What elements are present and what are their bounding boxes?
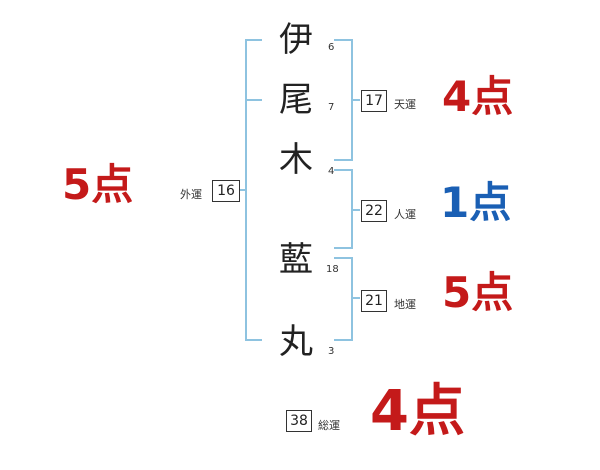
tenun-score: 4点 (442, 72, 514, 121)
souun-score: 4点 (370, 379, 465, 444)
chiun-score: 5点 (442, 268, 514, 317)
tenun-value-box: 17 (361, 90, 387, 112)
stroke-count-3: 4 (328, 166, 335, 177)
name-char-5: 丸 (279, 322, 313, 362)
chiun-label: 地運 (394, 298, 416, 311)
gaiun-value-box: 16 (212, 180, 240, 202)
jinun-label: 人運 (394, 208, 416, 221)
name-char-4: 藍 (279, 240, 313, 280)
stroke-count-5: 3 (328, 346, 335, 357)
jinun-bracket (334, 169, 353, 249)
name-char-1: 伊 (279, 20, 313, 60)
gaiun-label: 外運 (180, 188, 202, 201)
stroke-count-1: 6 (328, 42, 335, 53)
name-char-3: 木 (279, 140, 313, 180)
souun-label: 総運 (318, 419, 340, 432)
name-char-2: 尾 (279, 80, 313, 120)
tenun-bracket (334, 39, 353, 161)
jinun-value-box: 22 (361, 200, 387, 222)
gaiun-bracket (245, 39, 262, 341)
gaiun-score: 5点 (62, 160, 134, 209)
chiun-value-box: 21 (361, 290, 387, 312)
jinun-score: 1点 (440, 178, 512, 227)
stroke-count-4: 18 (326, 264, 339, 275)
souun-value-box: 38 (286, 410, 312, 432)
tenun-label: 天運 (394, 98, 416, 111)
stroke-count-2: 7 (328, 102, 335, 113)
